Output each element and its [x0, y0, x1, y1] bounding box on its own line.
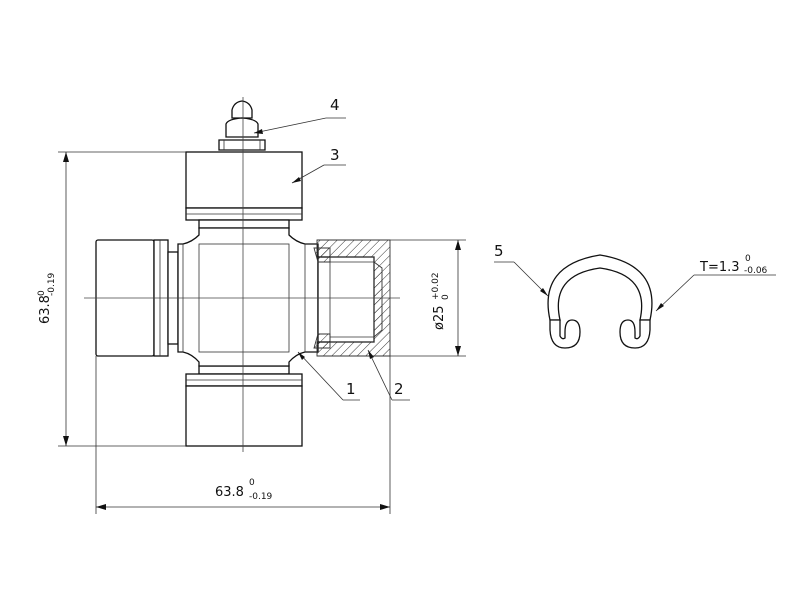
cross-body	[177, 227, 319, 367]
grease-fitting	[218, 100, 266, 151]
callout-label-5: 5	[494, 242, 504, 260]
callout-1: 1	[297, 351, 360, 401]
thickness-callout: T=1.3 0 -0.06	[655, 254, 776, 312]
top-bearing-cup	[185, 151, 303, 229]
thickness-upper-tol: 0	[745, 254, 751, 264]
callout-3: 3	[291, 146, 346, 184]
snap-ring	[547, 254, 653, 349]
right-bearing-cup-section	[313, 239, 391, 357]
vertical-dim-upper-tol: 0	[37, 290, 47, 296]
callout-4: 4	[253, 96, 346, 134]
callout-label-4: 4	[330, 96, 340, 114]
diameter-dim-lower-tol: 0	[441, 294, 451, 300]
horizontal-dim-lower-tol: -0.19	[249, 492, 273, 502]
horizontal-dim-upper-tol: 0	[249, 478, 255, 488]
thickness-nominal: T=1.3	[699, 260, 740, 275]
universal-joint-cross-view	[84, 97, 400, 452]
diameter-dim-nominal: ø25	[432, 306, 447, 331]
callout-label-1: 1	[346, 380, 356, 398]
vertical-dim-nominal: 63.8	[38, 295, 53, 324]
center-lines	[84, 97, 400, 452]
bottom-bearing-cup	[185, 365, 303, 447]
diameter-dimension: ø25 +0.02 0	[390, 239, 466, 357]
callout-5: 5	[494, 242, 549, 297]
diameter-dim-upper-tol: +0.02	[431, 272, 441, 300]
callout-label-2: 2	[394, 380, 404, 398]
callout-2: 2	[367, 349, 410, 401]
vertical-dim-lower-tol: -0.19	[47, 272, 57, 296]
thickness-lower-tol: -0.06	[744, 266, 768, 276]
horizontal-dimension: 63.8 0 -0.19	[95, 356, 391, 514]
vertical-dimension: 63.8 0 -0.19	[37, 151, 186, 447]
callout-label-3: 3	[330, 146, 340, 164]
horizontal-dim-nominal: 63.8	[215, 485, 244, 500]
